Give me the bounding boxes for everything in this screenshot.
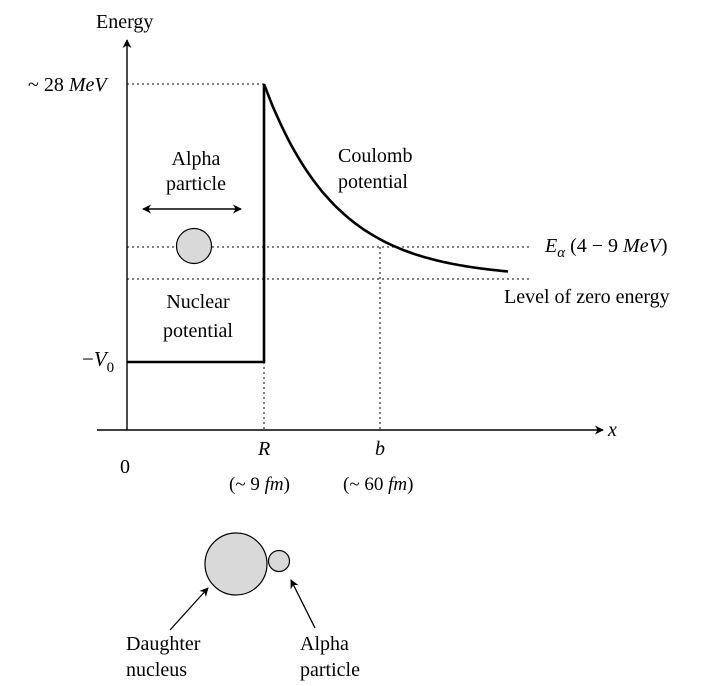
bottom-alpha-label-line2: particle [300,659,360,681]
r-value-label: (~ 9 fm) [229,474,290,495]
daughter-pointer-arrow-icon [169,587,209,631]
origin-label: 0 [120,456,130,478]
zero-energy-label: Level of zero energy [504,286,670,308]
small-alpha-particle-circle-icon [267,549,291,573]
daughter-label-line2: nucleus [126,659,187,681]
y-axis-label: Energy [96,11,153,33]
daughter-label-line1: Daughter [126,633,201,655]
top-energy-label: ~ 28 MeV [28,74,109,96]
nuclear-label-line2: potential [163,320,233,342]
nuclear-potential-well [127,84,266,364]
nuclear-label-line1: Nuclear [166,291,230,313]
x-axis-label: x [607,419,617,441]
b-label: b [375,438,385,460]
alpha-pointer-arrow-icon [290,579,316,629]
coulomb-label-line2: potential [338,171,408,193]
b-value-label: (~ 60 fm) [343,474,413,495]
alpha-particle-circle-icon [175,227,213,265]
r-label: R [257,438,270,460]
minus-v0-label: −V0 [82,347,114,376]
alpha-particle-label-line1: Alpha [172,148,221,170]
coulomb-label-line1: Coulomb [338,145,412,167]
e-alpha-label: Eα (4 − 9 MeV) [544,235,667,261]
daughter-nucleus-circle-icon [204,532,268,596]
coulomb-potential-curve [262,83,509,273]
bottom-alpha-label-line1: Alpha [300,633,349,655]
alpha-particle-label-line2: particle [166,173,226,195]
